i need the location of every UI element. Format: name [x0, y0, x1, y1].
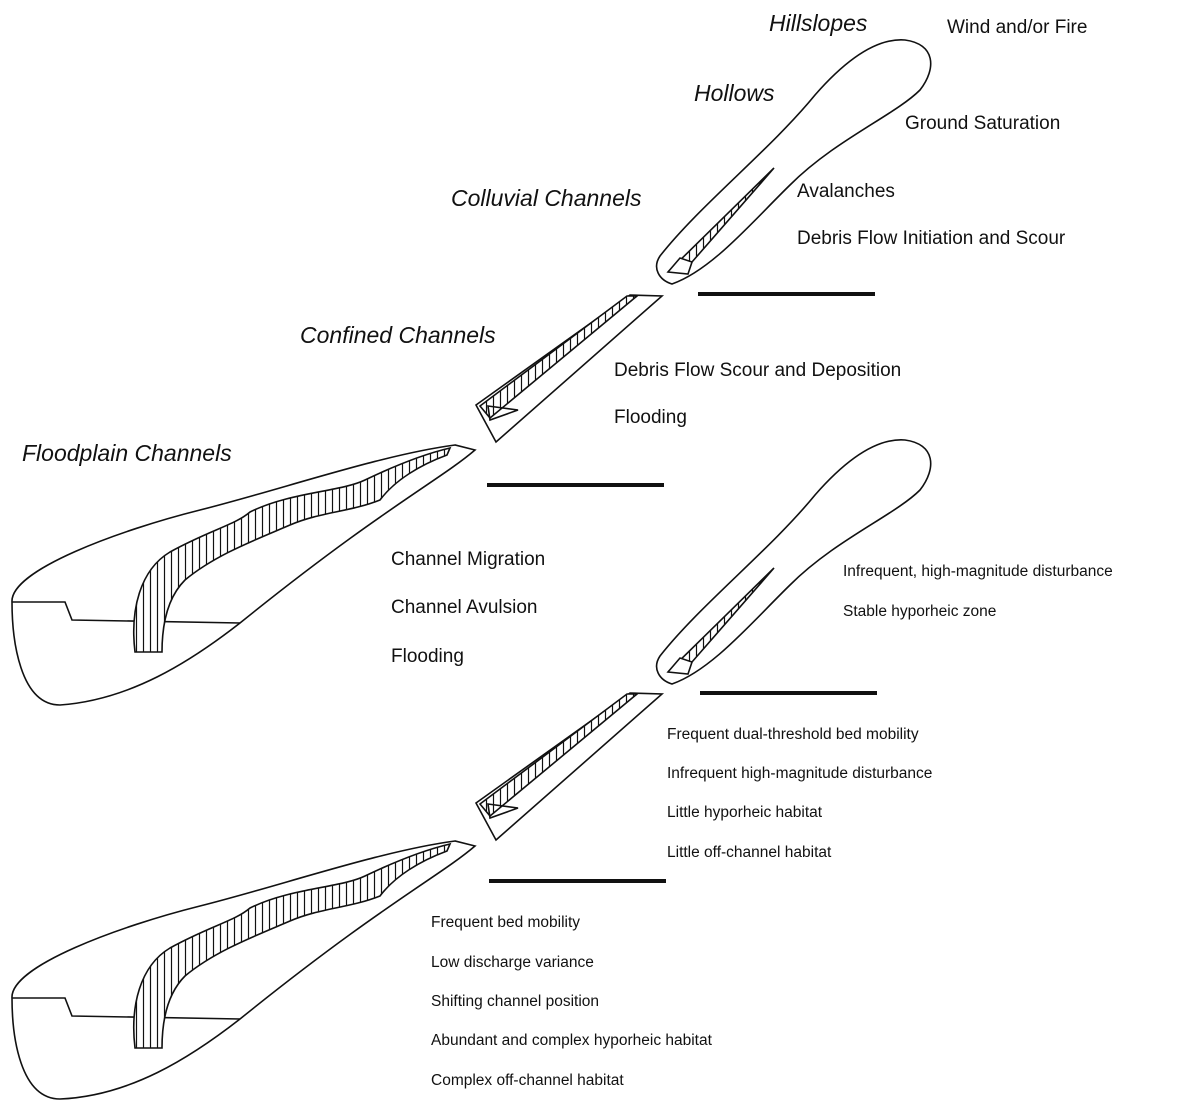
- process-debris-flow-initiation: Debris Flow Initiation and Scour: [797, 228, 1065, 250]
- colluvial-attribute: Stable hyporheic zone: [843, 603, 996, 621]
- lower-colluvial-channel-hatch: [668, 568, 774, 672]
- process-channel-avulsion: Channel Avulsion: [391, 597, 537, 619]
- process-debris-flow-scour-deposition: Debris Flow Scour and Deposition: [614, 360, 901, 382]
- process-wind-fire: Wind and/or Fire: [947, 17, 1087, 39]
- floodplain-attribute: Low discharge variance: [431, 954, 594, 972]
- process-ground-saturation: Ground Saturation: [905, 113, 1060, 135]
- confined-channel-hatch: [480, 296, 637, 418]
- process-flooding-confined: Flooding: [614, 407, 687, 429]
- floodplain-attribute: Abundant and complex hyporheic habitat: [431, 1032, 712, 1050]
- zone-label-confined-channels: Confined Channels: [300, 322, 496, 349]
- floodplain-attribute: Frequent bed mobility: [431, 914, 580, 932]
- lower-colluvial-channel-end: [668, 658, 692, 674]
- confined-attribute: Frequent dual-threshold bed mobility: [667, 726, 919, 744]
- lower-confined-channel-hatch: [480, 694, 637, 816]
- floodplain-attribute: Shifting channel position: [431, 993, 599, 1011]
- lower-floodplain-valley-profile: [12, 998, 240, 1019]
- zone-label-hollows: Hollows: [694, 80, 775, 107]
- colluvial-channel-end: [668, 258, 692, 274]
- process-flooding-floodplain: Flooding: [391, 646, 464, 668]
- process-channel-migration: Channel Migration: [391, 549, 545, 571]
- floodplain-attribute: Complex off-channel habitat: [431, 1072, 624, 1090]
- floodplain-valley-profile: [12, 602, 240, 623]
- lower-confined-block-outline: [476, 693, 662, 840]
- confined-attribute: Little off-channel habitat: [667, 844, 831, 862]
- zone-label-colluvial-channels: Colluvial Channels: [451, 185, 642, 212]
- lower-floodplain-block-outline: [12, 841, 475, 1099]
- colluvial-attribute: Infrequent, high-magnitude disturbance: [843, 563, 1113, 581]
- process-avalanches: Avalanches: [797, 181, 895, 203]
- confined-attribute: Infrequent high-magnitude disturbance: [667, 765, 932, 783]
- zone-label-hillslopes: Hillslopes: [769, 10, 867, 37]
- zone-label-floodplain-channels: Floodplain Channels: [22, 440, 232, 467]
- colluvial-channel-hatch: [668, 168, 774, 272]
- confined-attribute: Little hyporheic habitat: [667, 804, 822, 822]
